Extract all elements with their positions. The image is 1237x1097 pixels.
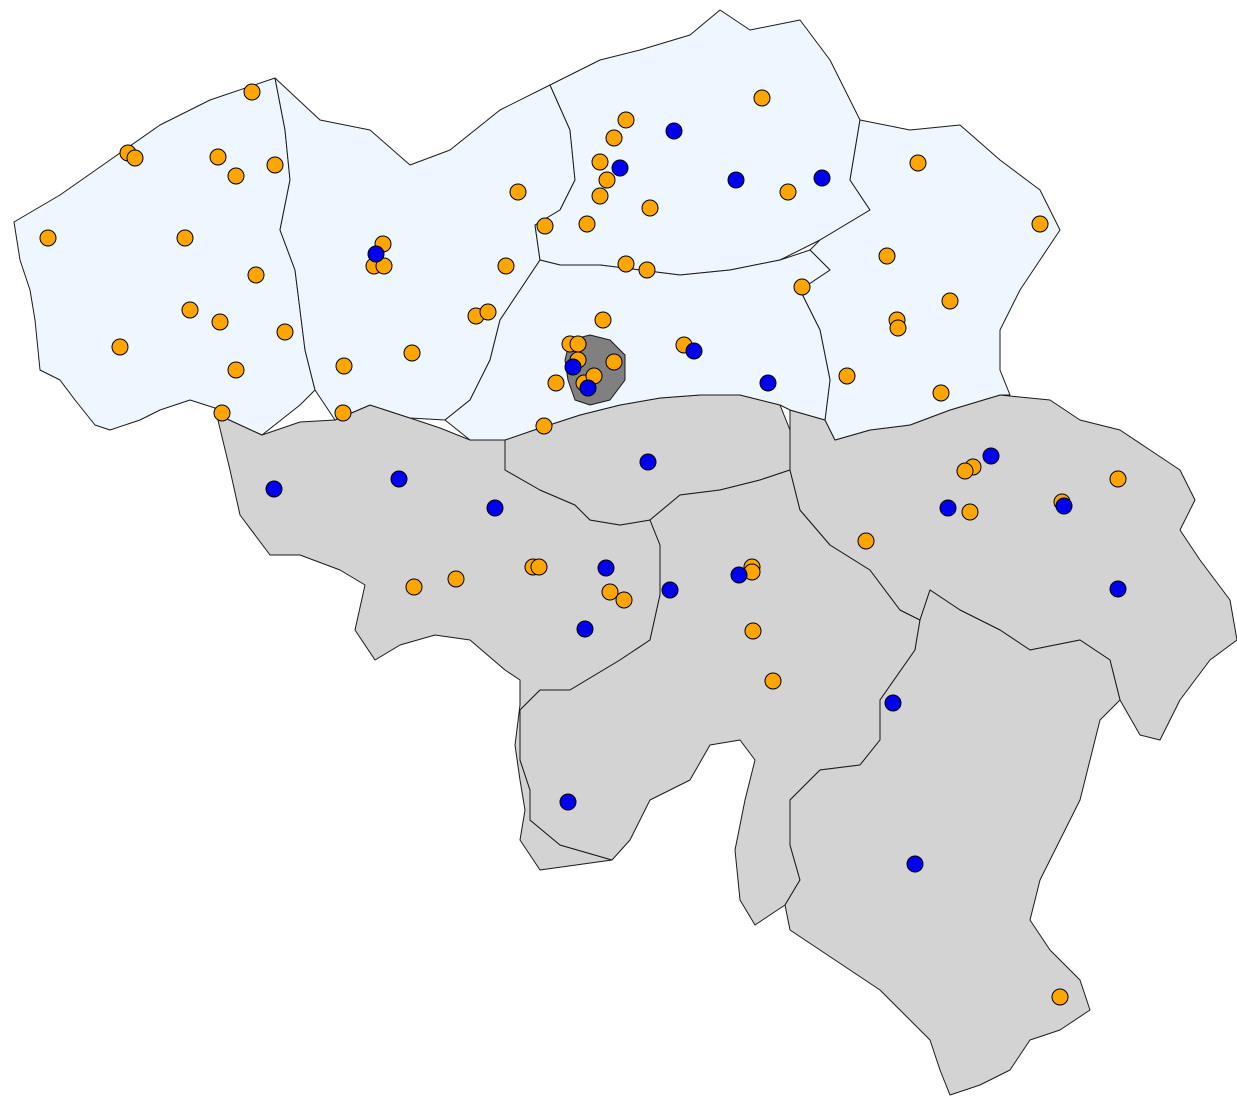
orange-marker: [335, 357, 353, 375]
blue-marker: [759, 374, 777, 392]
orange-marker: [227, 361, 245, 379]
orange-marker: [497, 257, 515, 275]
orange-marker: [447, 570, 465, 588]
orange-marker: [909, 154, 927, 172]
orange-marker: [753, 89, 771, 107]
orange-marker: [941, 292, 959, 310]
orange-marker: [591, 187, 609, 205]
orange-marker: [956, 462, 974, 480]
orange-marker: [601, 583, 619, 601]
orange-marker: [211, 313, 229, 331]
orange-marker: [615, 591, 633, 609]
blue-marker: [727, 171, 745, 189]
blue-marker: [486, 499, 504, 517]
orange-marker: [375, 257, 393, 275]
orange-marker: [793, 278, 811, 296]
orange-marker: [243, 83, 261, 101]
orange-marker: [181, 301, 199, 319]
orange-marker: [1051, 988, 1069, 1006]
orange-marker: [744, 622, 762, 640]
blue-marker: [661, 581, 679, 599]
orange-marker: [213, 404, 231, 422]
orange-marker: [276, 323, 294, 341]
orange-marker: [403, 344, 421, 362]
city-markers: [39, 83, 1127, 1006]
orange-marker: [247, 266, 265, 284]
blue-marker: [597, 559, 615, 577]
blue-marker: [730, 566, 748, 584]
orange-marker: [209, 148, 227, 166]
orange-marker: [605, 353, 623, 371]
orange-marker: [838, 367, 856, 385]
blue-marker: [579, 379, 597, 397]
blue-marker: [1109, 580, 1127, 598]
orange-marker: [889, 319, 907, 337]
orange-marker: [176, 229, 194, 247]
orange-marker: [598, 171, 616, 189]
flanders-region: [13, 9, 1061, 441]
orange-marker: [479, 303, 497, 321]
province-luxembourg: [784, 589, 1121, 1096]
orange-marker: [266, 156, 284, 174]
orange-marker: [932, 384, 950, 402]
blue-marker: [685, 342, 703, 360]
orange-marker: [617, 111, 635, 129]
orange-marker: [334, 404, 352, 422]
orange-marker: [126, 149, 144, 167]
blue-marker: [982, 447, 1000, 465]
province-west-flanders: [13, 77, 316, 436]
blue-marker: [367, 245, 385, 263]
orange-marker: [961, 503, 979, 521]
orange-marker: [591, 153, 609, 171]
province-antwerp: [534, 9, 871, 276]
orange-marker: [530, 558, 548, 576]
orange-marker: [857, 532, 875, 550]
blue-marker: [611, 159, 629, 177]
blue-marker: [906, 855, 924, 873]
blue-marker: [576, 620, 594, 638]
orange-marker: [764, 672, 782, 690]
orange-marker: [594, 311, 612, 329]
orange-marker: [535, 417, 553, 435]
orange-marker: [617, 255, 635, 273]
orange-marker: [641, 199, 659, 217]
blue-marker: [884, 694, 902, 712]
orange-marker: [605, 129, 623, 147]
orange-marker: [39, 229, 57, 247]
orange-marker: [111, 338, 129, 356]
orange-marker: [1109, 470, 1127, 488]
blue-marker: [939, 499, 957, 517]
blue-marker: [639, 453, 657, 471]
orange-marker: [405, 578, 423, 596]
orange-marker: [569, 335, 587, 353]
orange-marker: [509, 183, 527, 201]
blue-marker: [564, 358, 582, 376]
blue-marker: [1055, 497, 1073, 515]
orange-marker: [638, 261, 656, 279]
wallonia-region: [214, 394, 1237, 1096]
blue-marker: [665, 122, 683, 140]
orange-marker: [1031, 215, 1049, 233]
blue-marker: [390, 470, 408, 488]
orange-marker: [227, 167, 245, 185]
orange-marker: [779, 183, 797, 201]
blue-marker: [559, 793, 577, 811]
orange-marker: [536, 217, 554, 235]
orange-marker: [878, 247, 896, 265]
blue-marker: [813, 169, 831, 187]
orange-marker: [547, 374, 565, 392]
orange-marker: [578, 215, 596, 233]
province-flemish-brabant: [444, 249, 831, 441]
blue-marker: [265, 480, 283, 498]
